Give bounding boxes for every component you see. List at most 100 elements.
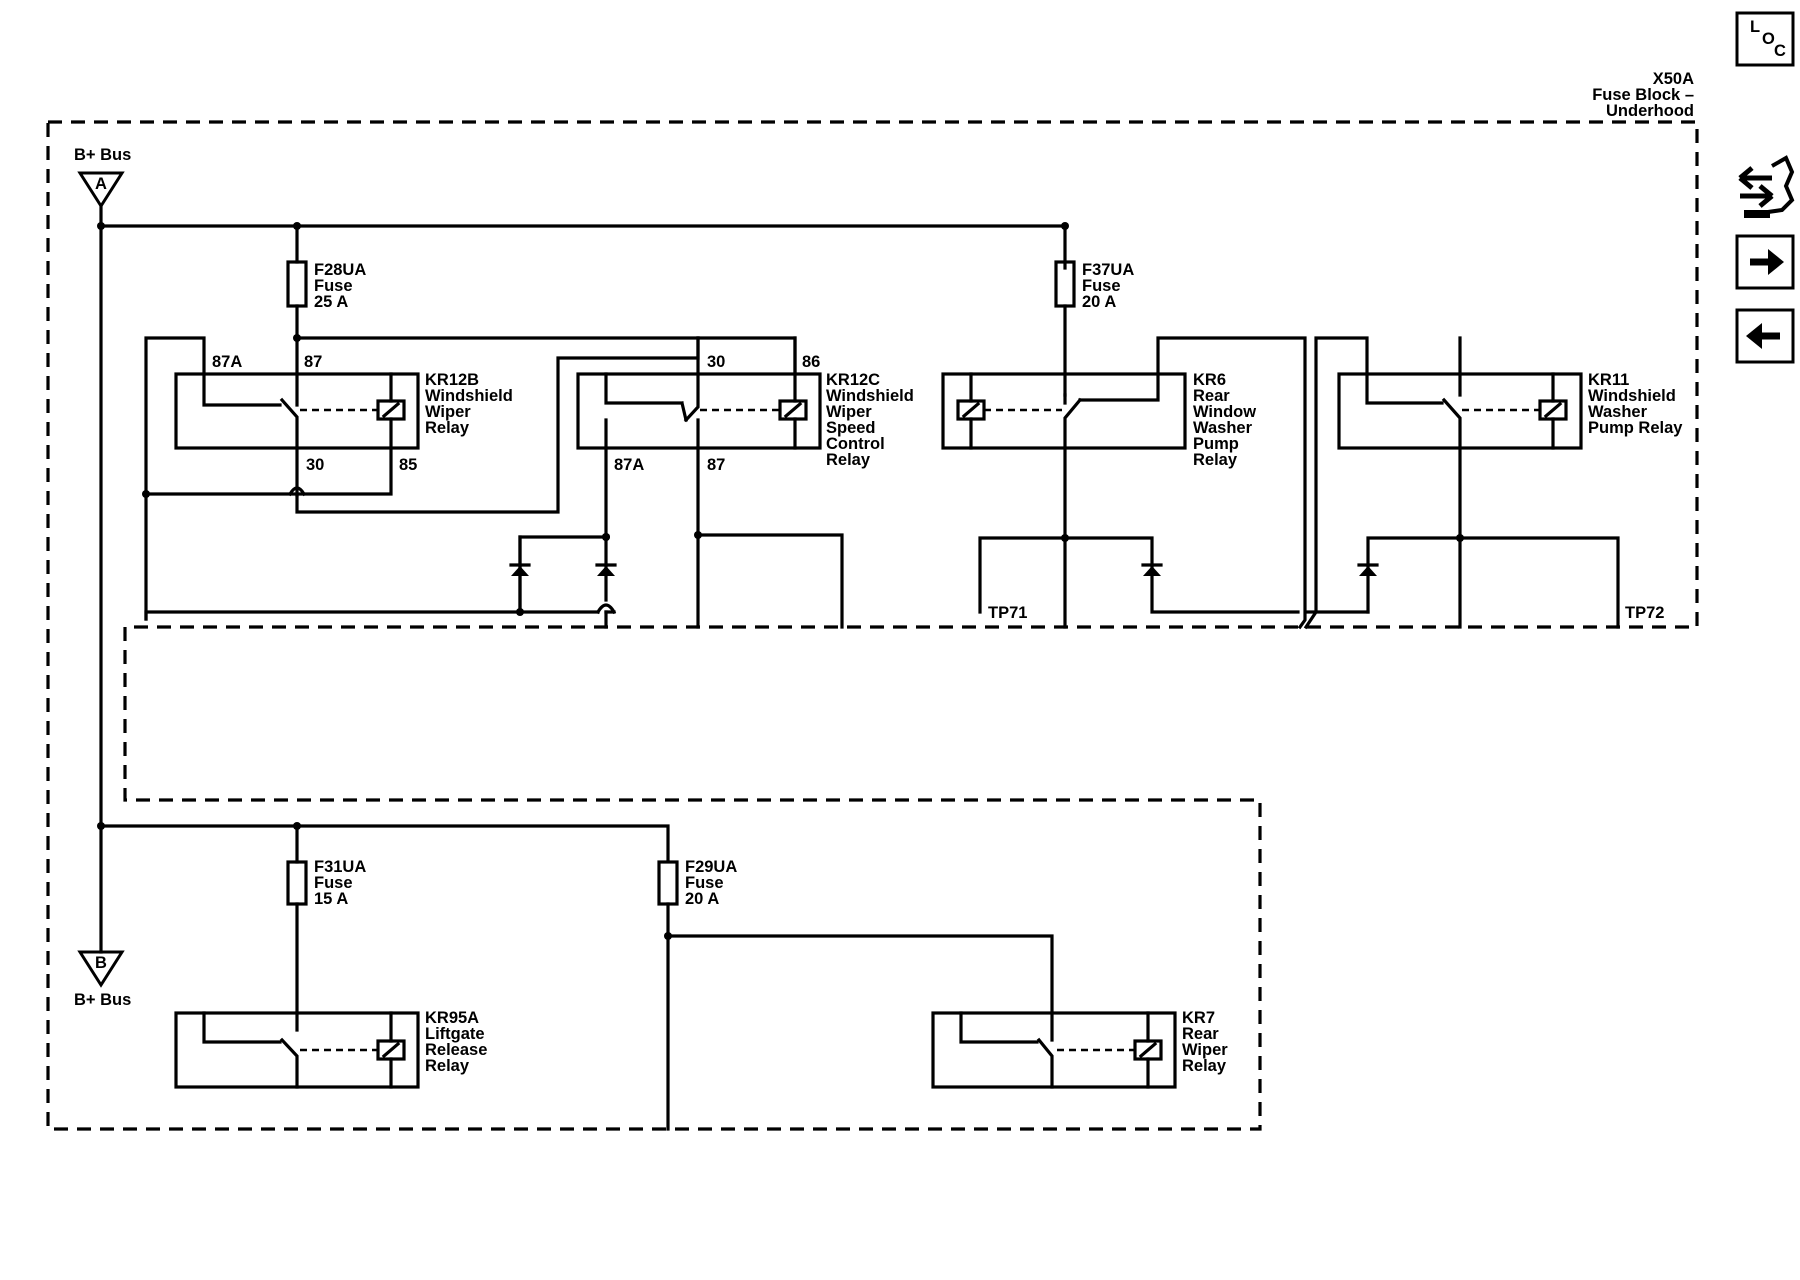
kr12c-line-1: Windshield	[826, 387, 914, 405]
fuse-f37ua-rating: 20 A	[1082, 293, 1116, 311]
kr12c-id: KR12C	[826, 371, 880, 389]
junction	[1456, 534, 1464, 542]
fuse-block-boundary	[46, 120, 1699, 1131]
kr6-line-1: Rear	[1193, 387, 1230, 405]
tp72-label: TP72	[1625, 604, 1664, 622]
diode-left	[511, 566, 529, 576]
kr12b-pin-85: 85	[399, 456, 417, 474]
kr12c-87a-out	[518, 418, 608, 629]
connector-b-letter: B	[95, 954, 107, 972]
connector-swap-icon[interactable]	[1738, 155, 1795, 218]
tp72-wire	[1366, 536, 1620, 629]
kr95a-id: KR95A	[425, 1009, 479, 1027]
kr11-id: KR11	[1588, 371, 1629, 389]
kr7-id: KR7	[1182, 1009, 1215, 1027]
kr12c-pin-87a: 87A	[614, 456, 644, 474]
kr12c-line-5: Relay	[826, 451, 871, 469]
kr12b-pin-87: 87	[304, 353, 322, 371]
kr6-contact-wire	[1078, 336, 1307, 630]
kr12c-87a-wire	[604, 372, 688, 422]
kr12b-id: KR12B	[425, 371, 479, 389]
kr11-line-3: Pump Relay	[1588, 419, 1683, 437]
kr12b-pin-30: 30	[306, 456, 324, 474]
fuse-f31ua-type: Fuse	[314, 874, 353, 892]
kr12c-line-4: Control	[826, 435, 885, 453]
kr11-switch	[1441, 336, 1462, 629]
kr7-coil-mark	[1138, 1041, 1158, 1059]
fuse-f28ua-rating: 25 A	[314, 293, 348, 311]
junction	[694, 531, 702, 539]
kr7-line-2: Wiper	[1182, 1041, 1228, 1059]
relay-kr7	[931, 1011, 1177, 1089]
fuse-f31ua-id: F31UA	[314, 858, 366, 876]
diode-mid	[597, 566, 615, 576]
fuse-f31ua-rating: 15 A	[314, 890, 348, 908]
loc-icon[interactable]: L O C	[1735, 11, 1795, 67]
kr12c-pin-86: 86	[802, 353, 820, 371]
return-wire-kr12	[144, 610, 616, 621]
fuse-f31ua	[286, 860, 308, 906]
junction	[602, 533, 610, 541]
kr12c-pin-87: 87	[707, 456, 725, 474]
diode-kr11	[1359, 566, 1377, 576]
kr7-line-3: Relay	[1182, 1057, 1227, 1075]
kr12b-coil-mark	[381, 401, 401, 419]
kr12b-line-3: Relay	[425, 419, 470, 437]
tp71-wire	[978, 536, 1300, 614]
kr12c-30-wire	[683, 336, 700, 423]
bplus-bus-label-a: B+ Bus	[74, 146, 131, 164]
junction	[516, 608, 524, 616]
kr95a-switch	[279, 1037, 299, 1089]
tp71-label: TP71	[988, 604, 1027, 622]
junction	[97, 822, 105, 830]
connector-a-letter: A	[95, 175, 107, 193]
fuse-f29ua	[657, 860, 679, 906]
fuse-block-name-1: Fuse Block –	[1592, 86, 1694, 104]
connector-a-triangle	[77, 171, 125, 209]
junction	[293, 222, 301, 230]
fuse-block-name-2: Underhood	[1606, 102, 1694, 120]
kr6-id: KR6	[1193, 371, 1226, 389]
kr95a-coil-mark	[381, 1041, 401, 1059]
kr12b-switch	[279, 397, 299, 497]
kr6-coil-mark	[961, 401, 981, 419]
kr12b-85-wire	[144, 372, 393, 496]
kr12b-30-wire	[295, 336, 700, 514]
bus-upper-wire	[99, 224, 1067, 270]
kr12c-coil	[778, 399, 808, 421]
kr12b-line-1: Windshield	[425, 387, 513, 405]
f29ua-out	[666, 902, 1054, 1131]
fuse-f29ua-id: F29UA	[685, 858, 737, 876]
bplus-bus-label-b: B+ Bus	[74, 991, 131, 1009]
kr12c-line-3: Speed	[826, 419, 876, 437]
loc-letter-o: O	[1762, 30, 1775, 48]
kr6-switch	[1063, 393, 1083, 629]
junction	[1061, 222, 1069, 230]
kr11-87a-wire	[1303, 336, 1444, 630]
kr95a-line-1: Liftgate	[425, 1025, 485, 1043]
kr12c-87-out	[696, 418, 844, 629]
kr6-line-4: Pump	[1193, 435, 1239, 453]
loc-letter-c: C	[1774, 42, 1786, 60]
kr6-line-2: Window	[1193, 403, 1256, 421]
kr6-line-3: Washer	[1193, 419, 1253, 437]
wire-hop	[287, 486, 307, 497]
kr12b-pin-87a: 87A	[212, 353, 242, 371]
kr11-line-1: Windshield	[1588, 387, 1676, 405]
kr12c-coil-mark	[783, 401, 803, 419]
junction	[142, 490, 150, 498]
fuse-f29ua-rating: 20 A	[685, 890, 719, 908]
kr7-line-1: Rear	[1182, 1025, 1219, 1043]
previous-arrow-icon[interactable]	[1735, 308, 1795, 364]
fuse-f37ua-type: Fuse	[1082, 277, 1121, 295]
kr95a-line-2: Release	[425, 1041, 487, 1059]
kr6-line-5: Relay	[1193, 451, 1238, 469]
junction	[664, 932, 672, 940]
fuse-f28ua-id: F28UA	[314, 261, 366, 279]
next-arrow-icon[interactable]	[1735, 234, 1795, 290]
wire-hop-mid	[595, 603, 617, 615]
loc-letter-l: L	[1750, 18, 1760, 36]
kr95a-87a	[202, 1011, 282, 1044]
diode-kr6	[1143, 566, 1161, 576]
